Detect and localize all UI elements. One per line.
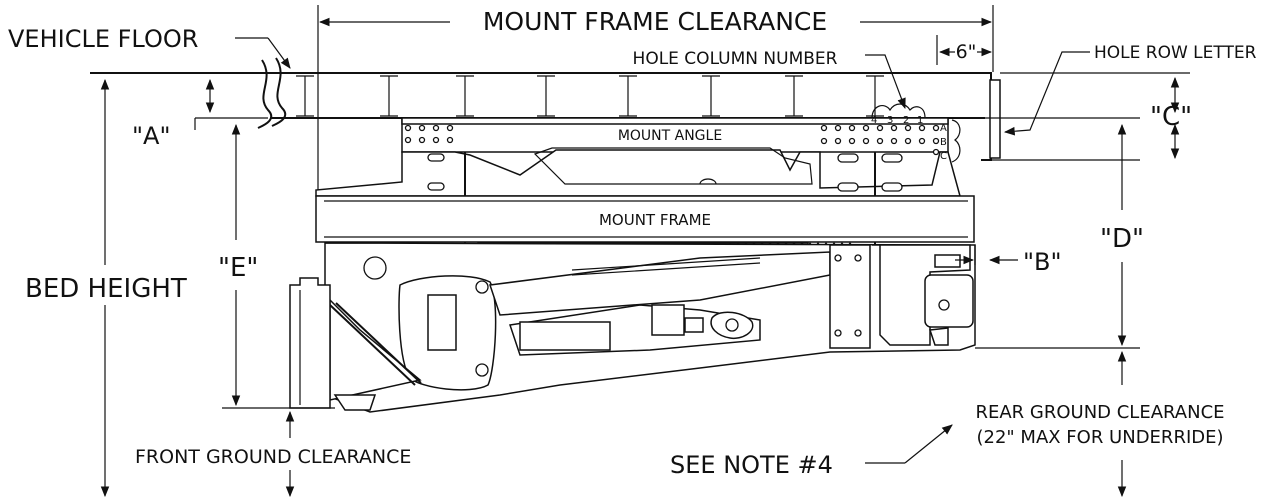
dimension-e-label: "E" bbox=[218, 253, 258, 283]
bed-height-label: BED HEIGHT bbox=[25, 274, 187, 304]
dimension-c-label: "C" bbox=[1150, 102, 1192, 132]
hole-row-bracket bbox=[951, 119, 961, 163]
hole-column-number-label: HOLE COLUMN NUMBER bbox=[633, 49, 838, 69]
dimension-e bbox=[222, 123, 335, 409]
dimension-b-label: "B" bbox=[1023, 248, 1062, 276]
mount-angle-label: MOUNT ANGLE bbox=[618, 128, 722, 144]
lift-mechanism bbox=[289, 242, 976, 413]
hole-column-1: 1 bbox=[917, 115, 923, 126]
side-plate-slots bbox=[427, 153, 903, 192]
mount-frame-clearance-label: MOUNT FRAME CLEARANCE bbox=[483, 7, 827, 36]
mount-frame-clearance-dimension bbox=[317, 5, 994, 190]
see-note-arrow bbox=[904, 424, 953, 464]
mount-angle bbox=[401, 117, 949, 153]
hole-column-bracket bbox=[871, 103, 926, 119]
hole-column-leader bbox=[865, 54, 906, 110]
rear-sill bbox=[975, 72, 1001, 161]
dimension-a bbox=[194, 78, 268, 130]
rear-ground-clearance-note: (22" MAX FOR UNDERRIDE) bbox=[976, 427, 1223, 448]
dimension-c bbox=[985, 72, 1190, 161]
dimension-a-label: "A" bbox=[132, 122, 171, 150]
vehicle-floor-arrow bbox=[267, 37, 291, 69]
rear-ground-clearance-label: REAR GROUND CLEARANCE bbox=[975, 402, 1224, 423]
mount-frame bbox=[315, 195, 975, 243]
six-inch-dimension bbox=[936, 35, 993, 65]
hole-row-letter-label: HOLE ROW LETTER bbox=[1094, 43, 1257, 63]
six-inch-label: 6" bbox=[956, 41, 977, 63]
dimension-d bbox=[975, 123, 1140, 349]
dimension-b bbox=[955, 245, 1018, 265]
mount-frame-label: MOUNT FRAME bbox=[599, 211, 711, 229]
see-note-label: SEE NOTE #4 bbox=[670, 451, 833, 479]
hole-row-a: A bbox=[940, 123, 947, 134]
hole-row-b: B bbox=[940, 137, 947, 148]
hole-column-4: 4 bbox=[871, 115, 877, 126]
front-ground-clearance-label: FRONT GROUND CLEARANCE bbox=[135, 446, 411, 468]
vehicle-floor-label: VEHICLE FLOOR bbox=[8, 25, 198, 53]
hole-column-3: 3 bbox=[887, 115, 893, 126]
hole-row-leader bbox=[1003, 51, 1090, 136]
cross-members bbox=[296, 75, 884, 117]
mount-angle-holes bbox=[404, 124, 940, 156]
hole-column-2: 2 bbox=[903, 115, 909, 126]
side-plate bbox=[315, 147, 961, 245]
hole-row-c: C bbox=[940, 151, 947, 162]
dimension-d-label: "D" bbox=[1100, 224, 1144, 254]
